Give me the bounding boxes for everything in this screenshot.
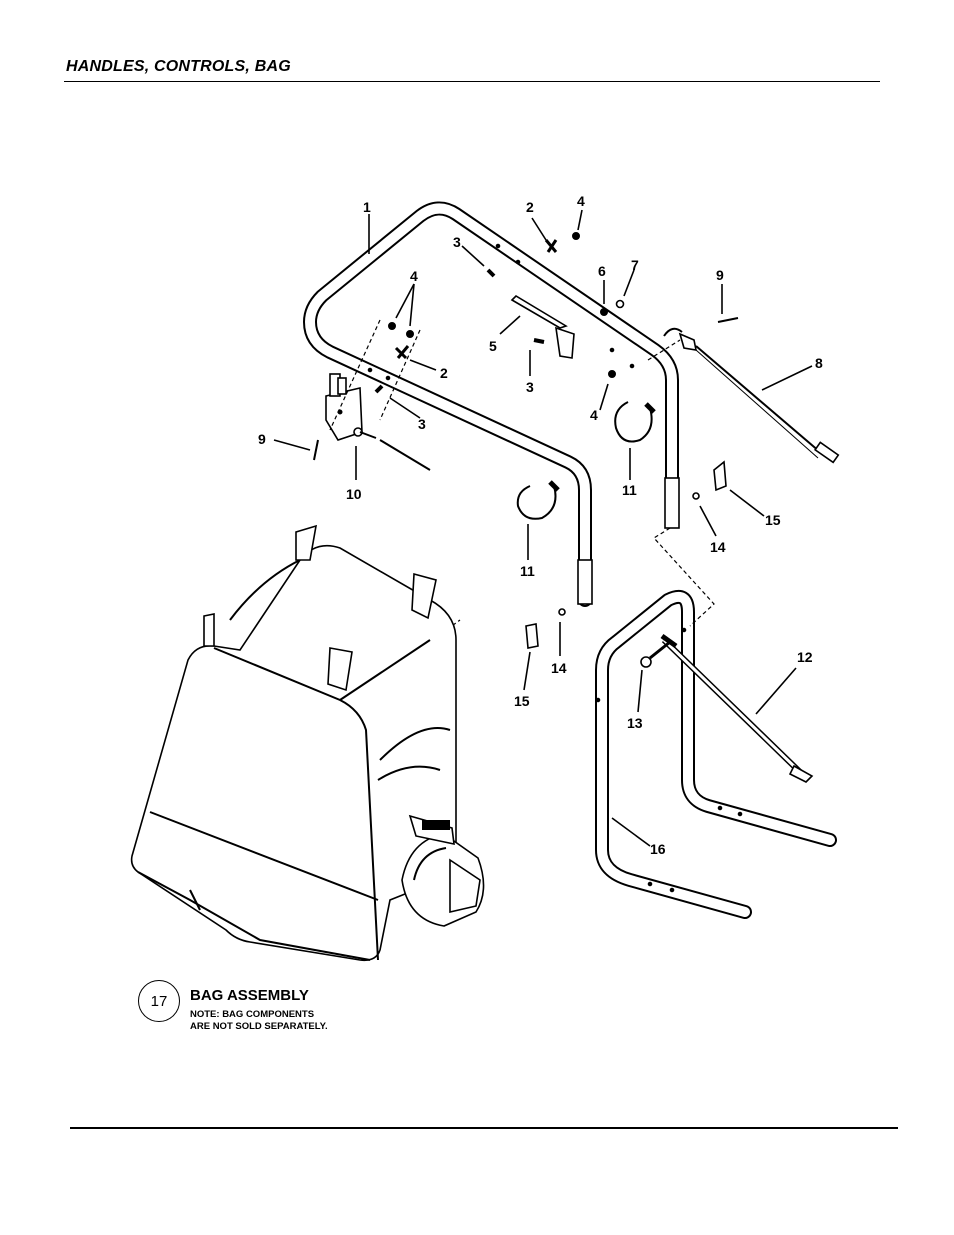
bag-assembly-title: BAG ASSEMBLY [190, 987, 309, 1004]
callout-5: 5 [489, 338, 497, 354]
nut-6 [600, 308, 608, 316]
callout-12: 12 [797, 649, 813, 665]
footer-rule [70, 1127, 898, 1129]
nut-4-top [572, 232, 580, 240]
bag-note-line-1: NOTE: BAG COMPONENTS [190, 1009, 315, 1020]
callout-11-left: 11 [520, 563, 535, 579]
bag-note-line-2: ARE NOT SOLD SEPARATELY. [190, 1021, 328, 1032]
callout-6: 6 [598, 263, 606, 279]
bag-number-circle: 17 [138, 980, 180, 1022]
lever-5 [510, 294, 575, 359]
bolt-13 [640, 640, 671, 668]
knob-15-right [713, 460, 727, 492]
callout-4-left: 4 [410, 268, 418, 284]
upper-handle [303, 201, 680, 607]
callout-9-right: 9 [716, 267, 724, 283]
callout-10: 10 [346, 486, 362, 502]
callout-3-top: 3 [453, 234, 461, 250]
callout-8: 8 [815, 355, 823, 371]
lower-handle [595, 590, 837, 919]
cable-8 [663, 327, 840, 464]
header-rule [64, 81, 880, 82]
callout-16: 16 [650, 841, 666, 857]
hardware-bits [313, 232, 739, 649]
callout-14-left: 14 [551, 660, 567, 676]
washer-14-right [692, 492, 700, 500]
callout-2-top: 2 [526, 199, 534, 215]
callout-15-left: 15 [514, 693, 530, 709]
bolt-3-left [374, 384, 384, 394]
callout-11-right: 11 [622, 482, 637, 498]
clip-2-left [394, 345, 410, 360]
pin-9-left [313, 439, 319, 461]
knob-15-left [525, 623, 539, 649]
pin-9-right [717, 317, 739, 323]
bag-mount-bracket [401, 814, 485, 927]
nut-4-left-b [406, 330, 414, 338]
callout-13: 13 [627, 715, 643, 731]
nut-4-mid [608, 370, 616, 378]
assembly-lines [231, 319, 715, 701]
handle-end-bracket [664, 477, 680, 529]
callout-14-right: 14 [710, 539, 726, 555]
bolt-3-mid [533, 338, 545, 344]
handle-clip-left [516, 480, 560, 520]
callout-7: 7 [631, 257, 639, 273]
clip-2-top [544, 239, 558, 253]
bolt-3-top [486, 268, 496, 278]
page-title: HANDLES, CONTROLS, BAG [66, 58, 291, 75]
washer-7 [615, 299, 625, 309]
bag-assembly-note: 17 BAG ASSEMBLY NOTE: BAG COMPONENTS ARE… [138, 980, 398, 1040]
grass-bag [130, 524, 485, 962]
callout-3-left: 3 [418, 416, 426, 432]
washer-14-left [558, 608, 566, 616]
control-bracket [325, 373, 431, 471]
callout-2-left: 2 [440, 365, 448, 381]
handle-end-bracket-left [577, 559, 593, 605]
callout-1: 1 [363, 199, 371, 215]
callout-4-mid: 4 [590, 407, 598, 423]
leader-lines [273, 209, 813, 847]
nut-4-left-a [388, 322, 396, 330]
handle-clip-right [614, 401, 656, 443]
control-rod [660, 633, 814, 783]
callout-3-mid: 3 [526, 379, 534, 395]
callout-9-left: 9 [258, 431, 266, 447]
callout-labels: 1 2 4 3 6 7 9 4 5 8 2 3 3 4 9 10 11 11 1… [258, 193, 823, 857]
callout-4-top: 4 [577, 193, 585, 209]
callout-15-right: 15 [765, 512, 781, 528]
